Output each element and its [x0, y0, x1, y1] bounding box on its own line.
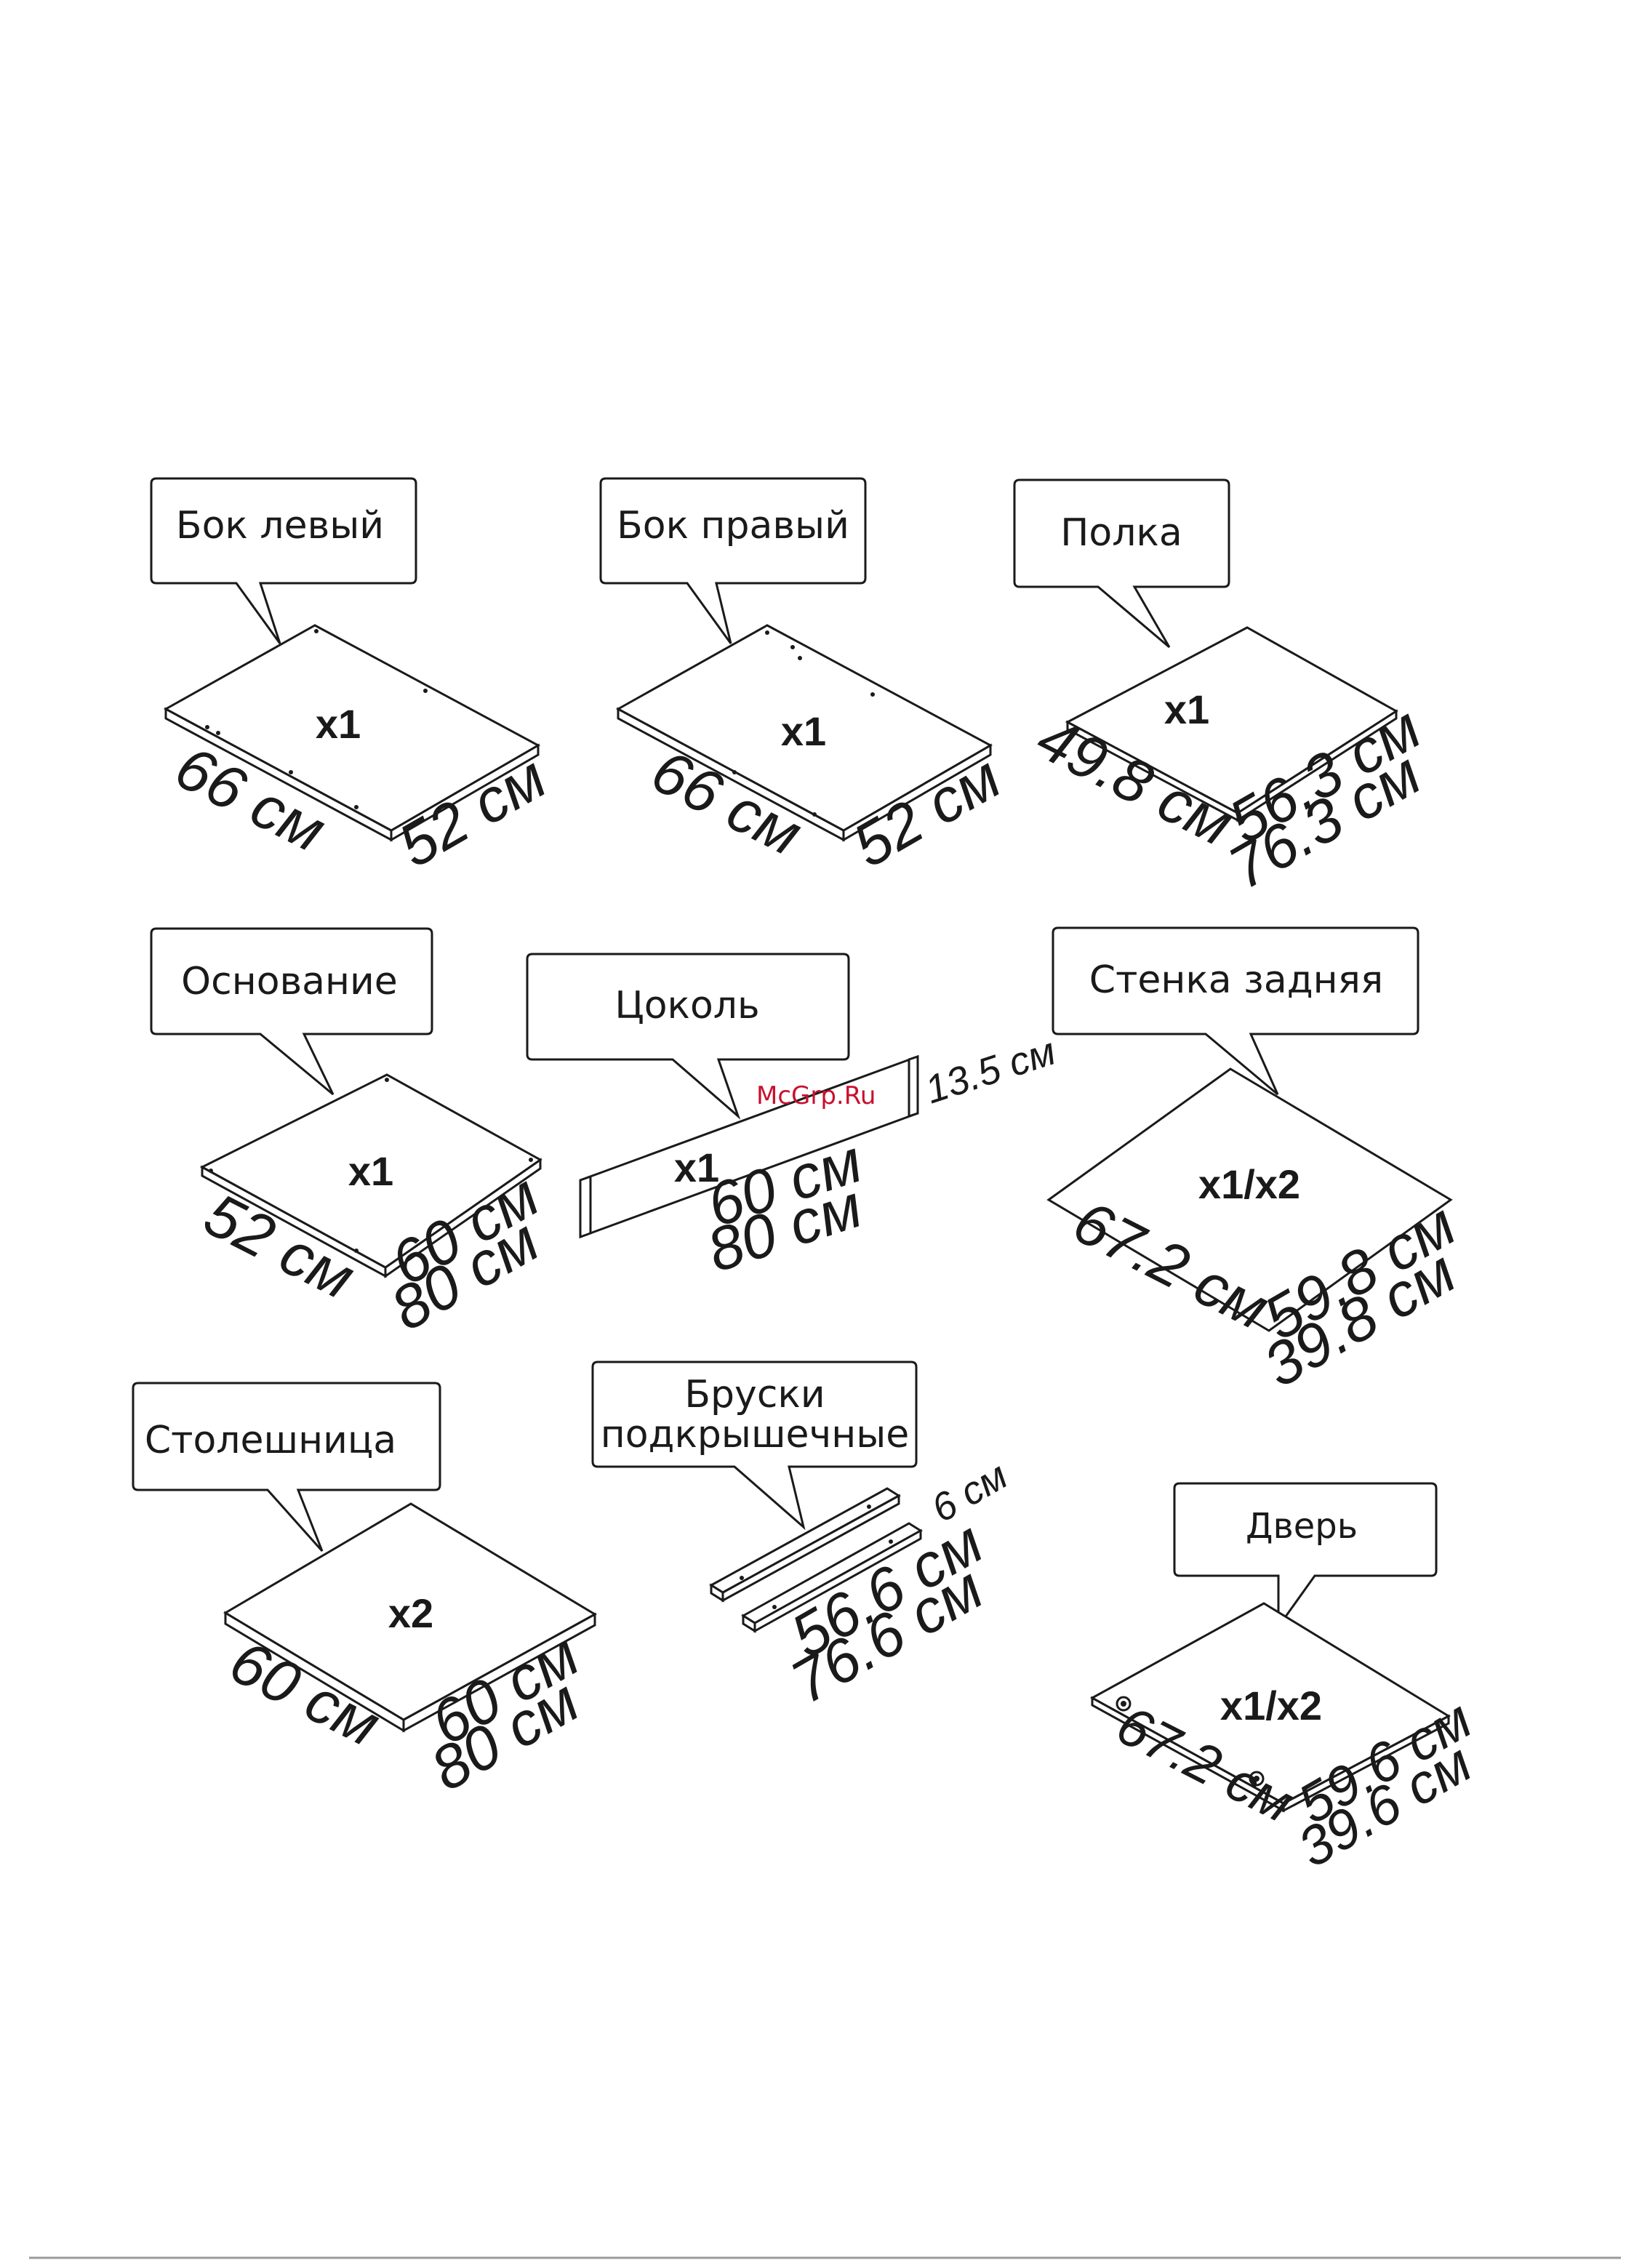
panel-stenka-zadnyaya: [1046, 1067, 1453, 1332]
label-stoleshnitsa: Столешница: [145, 1419, 396, 1462]
label-bruski-line2: подкрышечные: [601, 1413, 910, 1456]
part-stenka-zadnyaya: Стенка задняя x1/x2 67.2 см 59.8 см 39.8…: [1046, 926, 1467, 1401]
dim-tsokol-height: 13.5 см: [920, 1029, 1061, 1112]
board-tsokol: [579, 1054, 919, 1239]
qty-bok-levyi: x1: [316, 701, 361, 747]
part-bok-levyi: Бок левый x1 66 см 52 см: [150, 477, 557, 881]
callout-dver: Дверь: [1173, 1482, 1438, 1630]
qty-bok-pravyi: x1: [781, 708, 826, 754]
callout-bruski: Бруски подкрышечные: [591, 1361, 918, 1531]
label-bok-levyi: Бок левый: [176, 504, 384, 548]
part-dver: Дверь x1/x2 67.2 см 59.6 см 39.6 см: [1089, 1482, 1482, 1880]
qty-osnovanie: x1: [348, 1148, 393, 1194]
callout-stoleshnitsa: Столешница: [132, 1382, 441, 1552]
bar-bruski-2: [741, 1522, 923, 1633]
qty-polka: x1: [1164, 686, 1209, 732]
callout-polka: Полка: [1013, 478, 1230, 649]
panel-osnovanie: [199, 1073, 542, 1278]
label-polka: Полка: [1060, 511, 1182, 555]
callout-bok-pravyi: Бок правый: [599, 477, 867, 644]
label-dver: Дверь: [1246, 1506, 1358, 1547]
panel-dver: [1089, 1602, 1451, 1813]
callout-osnovanie: Основание: [150, 927, 433, 1096]
watermark: McGrp.Ru: [756, 1081, 876, 1110]
panel-bok-pravyi: [615, 624, 993, 842]
qty-tsokol: x1: [674, 1145, 719, 1190]
part-bruski: Бруски подкрышечные 6 см 56.6 см 76.6 см: [591, 1361, 1014, 1717]
panel-polka: [1065, 626, 1398, 822]
qty-stoleshnitsa: x2: [388, 1590, 433, 1636]
panel-bok-levyi: [163, 624, 541, 842]
panel-stoleshnitsa: [223, 1502, 598, 1733]
part-bok-pravyi: Бок правый x1 66 см 52 см: [599, 477, 1012, 881]
part-tsokol: Цоколь McGrp.Ru x1 13.5 см 60 см 80 см: [526, 953, 1061, 1285]
label-bok-pravyi: Бок правый: [617, 504, 849, 548]
callout-stenka-zadnyaya: Стенка задняя: [1052, 926, 1419, 1096]
qty-dver: x1/x2: [1220, 1683, 1322, 1728]
label-tsokol: Цоколь: [614, 984, 759, 1027]
part-osnovanie: Основание x1 52 см 60 см 80 см: [150, 927, 550, 1344]
callout-bok-levyi: Бок левый: [150, 477, 417, 644]
label-osnovanie: Основание: [181, 960, 398, 1003]
hinge-bottom: [1249, 1771, 1265, 1787]
part-stoleshnitsa: Столешница x2 60 см 60 см 80 см: [132, 1382, 598, 1804]
qty-stenka-zadnyaya: x1/x2: [1198, 1161, 1300, 1207]
bar-bruski-1: [709, 1487, 901, 1603]
label-stenka-zadnyaya: Стенка задняя: [1089, 958, 1383, 1002]
label-bruski-line1: Бруски: [684, 1373, 825, 1417]
callout-tsokol: Цоколь: [526, 953, 850, 1120]
hinge-top: [1116, 1696, 1132, 1712]
part-polka: Полка x1 49.8 см 56.3 см 76.3 см: [1013, 478, 1432, 902]
